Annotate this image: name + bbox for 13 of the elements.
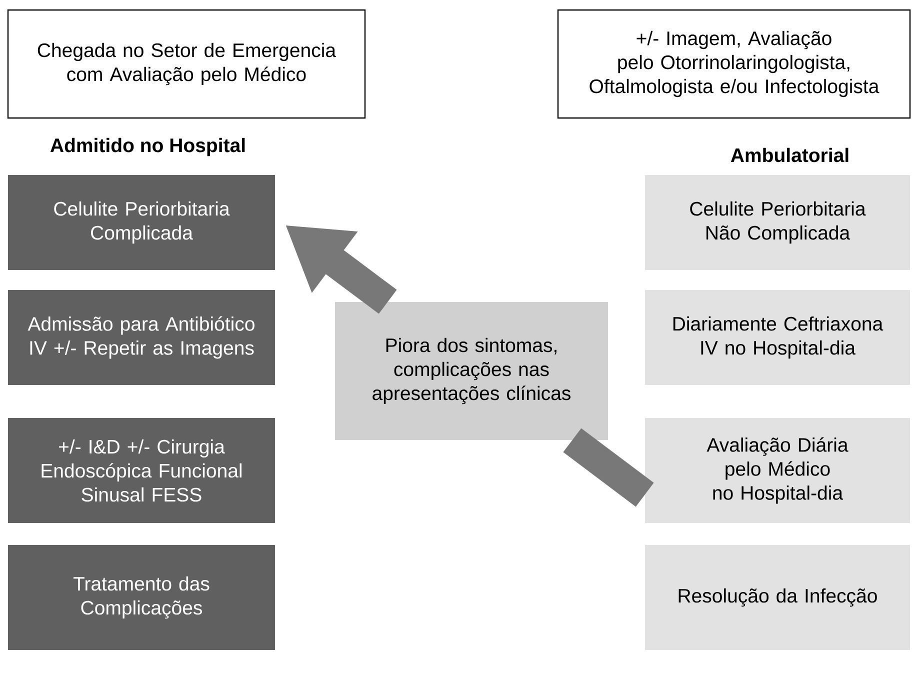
worsening-box: Piora dos sintomas, complicações nas apresentações clínicas (335, 302, 608, 440)
info-box: +/- Imagem, Avaliação pelo Otorrinolaringologista, Oftalmologista e/ou Infectologista (557, 9, 911, 119)
info-box: Chegada no Setor de Emergencia com Avaliação pelo Médico (7, 9, 366, 119)
hospital-step-box: Admissão para Antibiótico IV +/- Repetir as Imagens (8, 290, 275, 385)
hospital-step-box: Celulite Periorbitaria Complicada (8, 175, 275, 270)
outpatient-step-box: Resolução da Infecção (645, 545, 910, 650)
column-heading: Ambulatorial (730, 148, 848, 162)
outpatient-step-box: Avaliação Diária pelo Médico no Hospital-dia (645, 418, 910, 523)
outpatient-step-box: Celulite Periorbitaria Não Complicada (645, 175, 910, 270)
column-heading: Admitido no Hospital (50, 138, 245, 156)
hospital-step-box: Tratamento das Complicações (8, 545, 275, 650)
outpatient-step-box: Diariamente Ceftriaxona IV no Hospital-dia (645, 290, 910, 385)
hospital-step-box: +/- I&D +/- Cirurgia Endoscópica Funcional Sinusal FESS (8, 418, 275, 523)
